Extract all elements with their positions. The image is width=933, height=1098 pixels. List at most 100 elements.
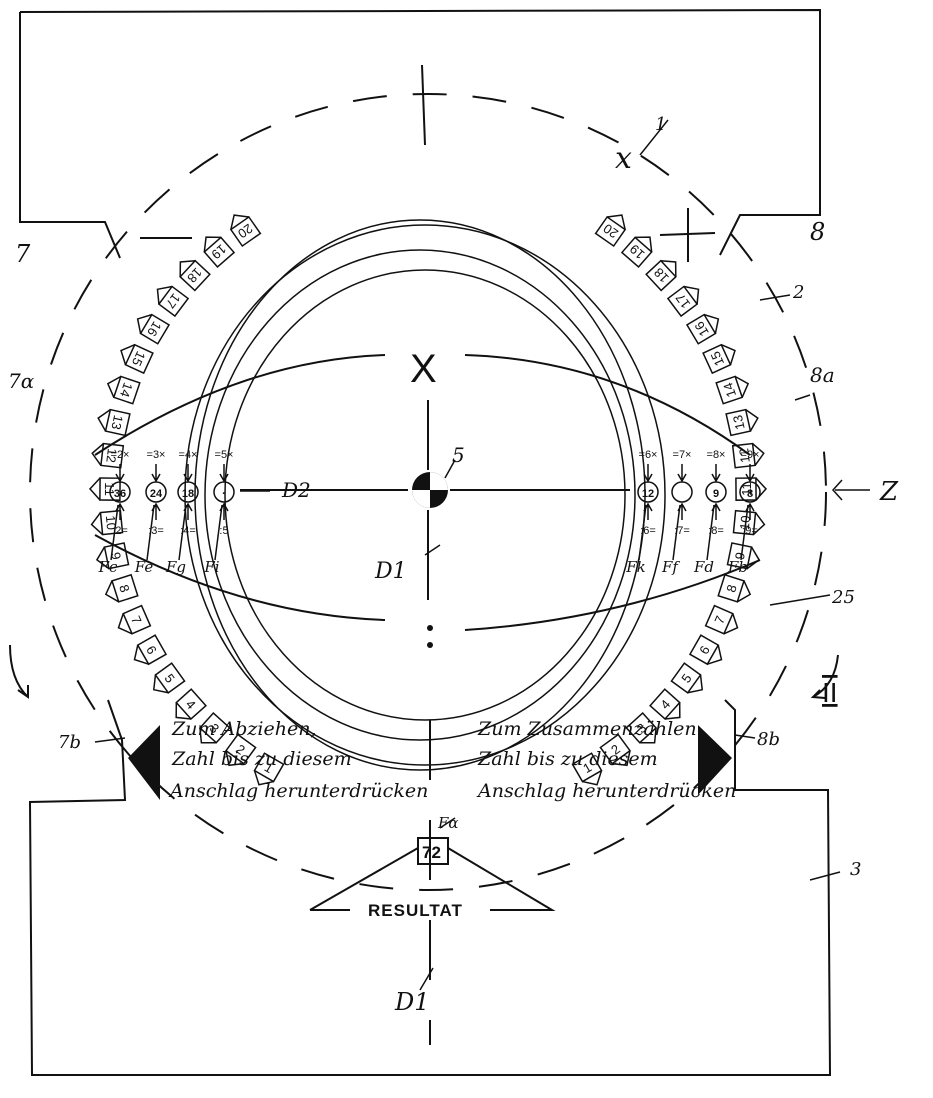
upper-lens-arc — [94, 354, 751, 456]
scale-number: 7 — [711, 614, 728, 627]
label-D1-inner: D1 — [374, 559, 407, 584]
f-label: Fi — [203, 558, 219, 576]
scale-number: 8 — [116, 583, 132, 594]
scale-number: 14 — [720, 381, 739, 400]
window-value: 8 — [747, 488, 753, 500]
scale-number: 17 — [673, 291, 694, 312]
scale-number: 6 — [696, 643, 713, 657]
label-5: 5 — [452, 443, 465, 467]
div-label: :9= — [742, 525, 758, 537]
scale-cell: 6 — [688, 634, 723, 666]
scale-cell: 5 — [152, 662, 186, 694]
right-windows: =6×12:6=Fk=7×:7=Ff=8×9:8=Fd=9×8:9=Fb — [625, 449, 761, 576]
f-label: Fe — [134, 558, 154, 576]
window-value: 18 — [182, 488, 194, 500]
label-8a: 8a — [810, 363, 835, 387]
div-label: :6= — [640, 525, 656, 537]
housing-bottom — [28, 699, 832, 1076]
label-D2: D2 — [281, 478, 311, 502]
scale-cell: 9 — [726, 542, 761, 570]
times-symbol: X — [410, 347, 437, 391]
label-Fa: Fα — [437, 814, 459, 832]
scale-cell: 12 — [91, 442, 125, 469]
label-II: II — [822, 677, 838, 708]
scale-number: 20 — [600, 221, 620, 242]
scale-cell: 14 — [106, 375, 141, 405]
label-7: 7 — [15, 240, 31, 268]
window-value: 24 — [150, 488, 163, 500]
label-8: 8 — [810, 218, 825, 246]
leader-lines — [94, 119, 870, 991]
svg-text:Zahl bis zu diesem: Zahl bis zu diesem — [171, 748, 352, 770]
mult-label: =9× — [741, 449, 760, 461]
scale-number: 20 — [235, 221, 255, 242]
mult-label: =5× — [215, 449, 234, 461]
scale-cell: 15 — [120, 343, 154, 375]
housing-top — [19, 8, 821, 259]
result-value: 72 — [422, 843, 441, 862]
label-7a: 7α — [8, 369, 35, 393]
scale-cell: 5 — [670, 662, 704, 694]
label-3: 3 — [850, 859, 861, 880]
scale-number: 11 — [102, 482, 117, 496]
svg-text:Zum Zusammenzählen: Zum Zusammenzählen — [477, 718, 697, 740]
scale-number: 13 — [730, 414, 748, 431]
left-stop-triangle — [128, 725, 160, 800]
div-label: :4= — [180, 525, 196, 537]
scale-number: 12 — [736, 447, 753, 463]
label-7b: 7b — [58, 732, 81, 753]
window-value: 36 — [114, 488, 126, 500]
scale-cell: 8 — [717, 573, 752, 603]
window-2: =8×9:8=Fd — [693, 449, 727, 576]
scale-number: 5 — [678, 671, 694, 686]
result-display: 72 RESULTAT — [309, 837, 556, 920]
scale-cell: 14 — [715, 375, 750, 405]
scale-cell: 10 — [732, 509, 766, 536]
center-hub — [412, 472, 448, 508]
label-8b: 8b — [757, 729, 780, 750]
scale-number: 8 — [723, 583, 739, 594]
scale-cell: 9 — [95, 542, 130, 570]
mult-label: =6× — [639, 449, 658, 461]
scale-number: 4 — [183, 697, 199, 712]
window-value: 12 — [642, 488, 654, 500]
scale-number: 14 — [117, 381, 136, 400]
scale-cell: 15 — [702, 343, 736, 375]
divide-symbol — [427, 625, 433, 648]
scale-cell: 18 — [645, 259, 677, 292]
left-instructions: Zum Abziehen, Zahl bis zu diesem Anschla… — [168, 718, 428, 802]
window-2: =4×18:4=Fg — [165, 449, 199, 576]
label-25: 25 — [831, 587, 855, 608]
scale-cell: 7 — [704, 604, 739, 635]
f-label: Fg — [165, 558, 186, 576]
window-0: =6× 12 :6= Fk — [625, 449, 659, 576]
scale-cell: 11 — [88, 477, 121, 501]
mult-label: =2× — [111, 449, 130, 461]
window-1: =7×:7=Ff — [661, 449, 693, 576]
scale-number: 6 — [143, 643, 160, 657]
div-label: :7= — [674, 525, 690, 537]
scale-cell: 13 — [725, 408, 759, 437]
window-1: =3×24:3=Fe — [134, 449, 167, 576]
lower-lens-arc — [94, 534, 761, 631]
ring-1 — [194, 219, 646, 771]
window-0: =2×36:2=Fc — [98, 449, 131, 576]
f-label: Fc — [98, 558, 118, 576]
scale-cell: 20 — [229, 214, 262, 248]
scale-cell: 16 — [136, 313, 171, 345]
scale-cell: 17 — [156, 285, 190, 318]
ring-3 — [204, 249, 636, 741]
scale-number: 16 — [691, 319, 711, 339]
scale-number: 13 — [108, 414, 126, 431]
mult-label: =8× — [707, 449, 726, 461]
f-label: Fk — [625, 558, 646, 576]
label-1: 1 — [655, 114, 666, 135]
window-value: · — [222, 488, 226, 500]
window-3: =5×·:5Fi — [203, 449, 235, 576]
scale-number: 9 — [732, 551, 748, 561]
window-value: 9 — [713, 488, 719, 500]
right-stop-triangle — [698, 725, 732, 795]
left-windows: =2×36:2=Fc=3×24:3=Fe=4×18:4=Fg=5×·:5Fi — [98, 449, 235, 576]
